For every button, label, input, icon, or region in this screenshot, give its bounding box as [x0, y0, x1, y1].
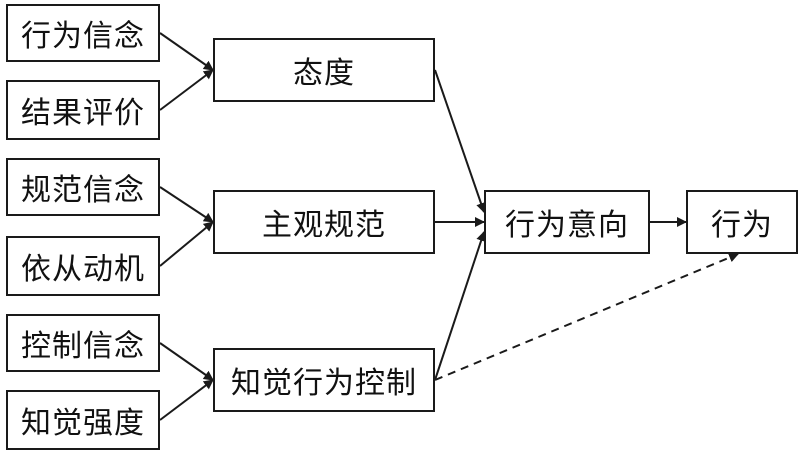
node-normative-beliefs: 规范信念 — [6, 158, 160, 216]
node-behavior-beliefs: 行为信念 — [6, 4, 160, 62]
node-subjective-norm: 主观规范 — [213, 190, 435, 254]
arrow-behavior-beliefs-to-attitude — [159, 32, 214, 71]
node-motivation-to-comply: 依从动机 — [6, 236, 160, 296]
arrow-outcome-evaluations-to-attitude — [159, 69, 214, 111]
arrow-perceived-behavioral-control-to-intention — [434, 231, 486, 381]
arrow-attitude-to-intention — [434, 69, 486, 213]
arrow-control-beliefs-to-perceived-behavioral-control — [159, 342, 214, 381]
arrow-perceived-power-to-perceived-behavioral-control — [159, 379, 214, 421]
arrow-motivation-to-comply-to-subjective-norm — [159, 221, 214, 267]
node-intention: 行为意向 — [484, 190, 650, 254]
node-perceived-power: 知觉强度 — [6, 390, 160, 450]
node-control-beliefs: 控制信念 — [6, 314, 160, 372]
arrow-perceived-behavioral-control-to-behavior — [434, 252, 739, 381]
node-behavior: 行为 — [686, 190, 798, 254]
node-attitude: 态度 — [213, 38, 435, 102]
arrow-normative-beliefs-to-subjective-norm — [159, 186, 214, 223]
node-perceived-behavioral-control: 知觉行为控制 — [213, 348, 435, 412]
node-outcome-evaluations: 结果评价 — [6, 80, 160, 140]
